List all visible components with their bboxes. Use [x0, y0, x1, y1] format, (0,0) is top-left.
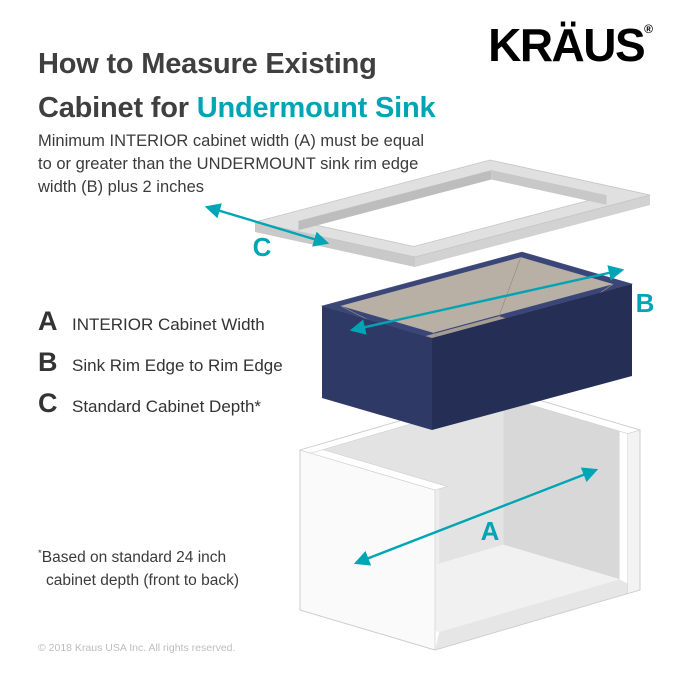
brand-logo-text: KRÄUS	[488, 19, 646, 71]
page-title: How to Measure Existing Cabinet for Unde…	[38, 43, 468, 130]
registered-mark-icon: ®	[644, 22, 653, 36]
sink-right-face	[432, 284, 632, 430]
brand-logo: KRÄUS®	[488, 18, 653, 72]
cabinet-back-panel-top	[298, 389, 517, 454]
cabinet-inner-left-wall	[323, 449, 440, 632]
cabinet-floor-edge	[435, 579, 640, 650]
countertop-edge-left	[255, 222, 415, 267]
title-highlight: Undermount Sink	[196, 91, 436, 124]
legend-key-b: B	[38, 347, 58, 377]
cabinet-shape	[298, 389, 642, 651]
legend-key-a: A	[38, 306, 58, 336]
cabinet-right-panel-edge	[627, 429, 641, 595]
footnote-line2: cabinet depth (front to back)	[46, 572, 240, 590]
diagram-label-c: C	[253, 232, 272, 262]
countertop-edge-right	[415, 195, 650, 267]
sink-basin-floor	[408, 316, 546, 354]
cabinet-inner-right-wall	[503, 396, 620, 580]
legend-item-b: B Sink Rim Edge to Rim Edge	[38, 347, 283, 377]
title-line1: How to Measure Existing	[38, 48, 377, 81]
legend-item-a: A INTERIOR Cabinet Width	[38, 306, 283, 336]
diagram-label-a: A	[481, 516, 500, 546]
legend-label-c: Standard Cabinet Depth*	[72, 397, 262, 416]
footnote: *Based on standard 24 inch cabinet depth…	[38, 546, 239, 593]
intro-text: Minimum INTERIOR cabinet width (A) must …	[38, 131, 425, 197]
cabinet-right-panel-top	[491, 389, 642, 434]
sink-basin-corners	[340, 257, 614, 355]
measure-arrow-c	[204, 203, 330, 247]
cabinet-left-panel-top	[298, 446, 449, 491]
legend-label-a: INTERIOR Cabinet Width	[72, 315, 265, 334]
legend-label-b: Sink Rim Edge to Rim Edge	[72, 356, 283, 375]
copyright-text: © 2018 Kraus USA Inc. All rights reserve…	[38, 642, 236, 654]
sink-rim	[320, 251, 634, 339]
legend-item-c: C Standard Cabinet Depth*	[38, 388, 283, 418]
countertop-cutout-wall-right	[491, 170, 607, 205]
legend-key-c: C	[38, 388, 58, 418]
cabinet-left-panel	[299, 449, 436, 651]
legend: A INTERIOR Cabinet Width B Sink Rim Edge…	[38, 306, 283, 429]
sink-basin-walls	[340, 257, 614, 333]
diagram-label-b: B	[636, 288, 655, 318]
title-line2-prefix: Cabinet for	[38, 91, 197, 124]
measure-arrow-a	[353, 467, 599, 566]
cabinet-outline	[299, 389, 641, 651]
footnote-asterisk: *	[38, 547, 42, 559]
cabinet-back-wall	[323, 396, 504, 598]
sink-shape	[320, 251, 634, 430]
cabinet-floor	[323, 544, 620, 632]
sink-front-face	[322, 306, 432, 430]
measure-arrow-b	[349, 265, 625, 335]
footnote-line1: Based on standard 24 inch	[41, 549, 227, 566]
